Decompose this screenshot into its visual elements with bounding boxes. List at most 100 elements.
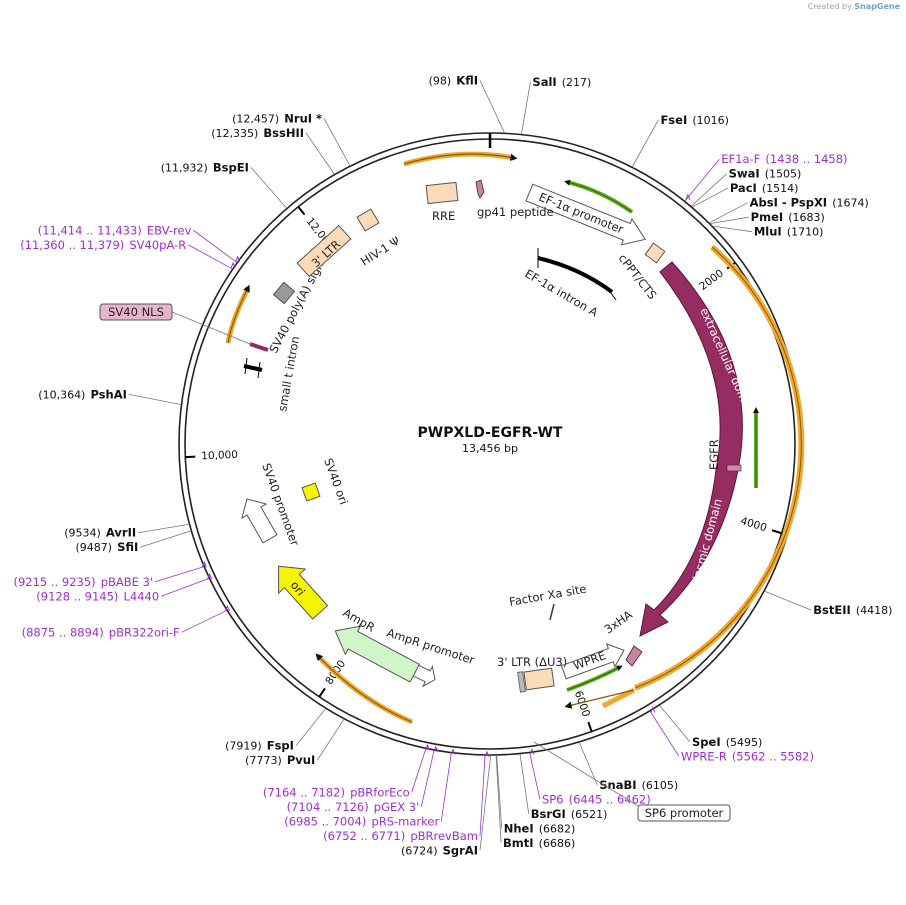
enzyme-name: BspEI [213, 160, 249, 174]
hiv1-psi-box [356, 208, 380, 232]
orange-arc-right-tail [601, 687, 636, 709]
enzyme-position: (1514) [762, 182, 799, 195]
ef1a-intron-feature [537, 256, 614, 294]
enzyme-pmei-label: PmeI (1683) [751, 206, 825, 225]
enzyme-bsshii-leader [305, 132, 335, 175]
tick-mark-4000 [771, 529, 782, 535]
primer-l4440-label: (9128 .. 9145) L4440 [36, 585, 159, 604]
primer-name: EF1a-F [721, 152, 760, 166]
sp6-promoter-tag-label: SP6 promoter [645, 806, 724, 820]
enzyme-position: (10,364) [38, 388, 85, 401]
3ltr-du3-small [517, 671, 526, 693]
enzyme-paci-leader [692, 187, 729, 208]
enzyme-spei-label: SpeI (5495) [692, 731, 762, 750]
plasmid-name: PWPXLD-EGFR-WT [418, 425, 563, 441]
enzyme-name: AbsI [750, 196, 778, 210]
enzyme-avrii-label: (9534) AvrII [64, 522, 136, 541]
sv40-nls-leader [171, 311, 251, 345]
enzyme-snabi-leader [579, 742, 598, 786]
primer-range: (11,360 .. 11,379) [20, 238, 124, 252]
enzyme-name: SfiI [117, 540, 138, 554]
egfr-arrow [639, 261, 743, 637]
primer-pbrforeco-leader [411, 749, 427, 793]
primer-pbabe-3-site [201, 560, 207, 568]
enzyme-name: PshAI [90, 387, 126, 401]
primer-ebv-rev-leader [193, 229, 237, 263]
primer-name: SV40pA-R [129, 238, 186, 252]
enzyme-bmti-label: BmtI (6686) [503, 832, 575, 851]
enzyme-name: BssHII [263, 126, 304, 140]
enzyme-name: BsrGI [531, 807, 566, 821]
enzyme-kfli-leader [479, 80, 505, 133]
enzyme-kfli-label: (98) KflI [429, 69, 478, 88]
sv40-polya-box [272, 281, 296, 305]
enzyme-position: (11,932) [161, 161, 208, 174]
enzyme-bsshii-label: (12,335) BssHII [211, 122, 304, 141]
credit-brand: SnapGene [854, 2, 900, 11]
primer-prs-marker-leader [440, 753, 452, 822]
sv40-ori-box [301, 482, 321, 502]
primer-prs-marker-label: (6985 .. 7004) pRS-marker [284, 810, 439, 829]
primer-pbr322ori-f-site [224, 604, 230, 612]
enzyme-fspi-leader [295, 708, 326, 746]
primer-ebv-rev-site [235, 255, 241, 262]
sv40-promoter-feature [241, 498, 278, 544]
factor-xa-tick [549, 603, 555, 621]
enzyme-position: (98) [429, 74, 452, 87]
rre-box [425, 181, 459, 205]
primer-pbr322ori-f-leader [181, 610, 227, 633]
enzyme-sali-label: SalI (217) [532, 71, 591, 90]
enzyme-position: (12,335) [211, 127, 258, 140]
primer-pbrforeco-site [424, 743, 430, 751]
enzyme-position: (6724) [401, 844, 438, 857]
enzyme-name: MluI [754, 225, 782, 239]
enzyme-position: (6686) [539, 837, 576, 850]
enzyme-bsteii-label: BstEII (4418) [813, 599, 892, 618]
primer-pbabe-3-label: (9215 .. 9235) pBABE 3' [14, 571, 154, 590]
primer-name: pGEX 3' [374, 800, 420, 814]
enzyme-name: BstEII [813, 603, 851, 617]
hiv1-psi-label: HIV-1 Ψ [358, 234, 402, 269]
wpre-feature [560, 643, 625, 680]
ori-arrow [278, 565, 329, 620]
factor-xa-label: Factor Xa site [508, 582, 587, 609]
green-arrow-bottom-line [566, 665, 623, 691]
enzyme-swai-leader [691, 173, 727, 207]
enzyme-position: (6521) [571, 808, 608, 821]
enzyme-snabi-label: SnaBI (6105) [599, 774, 678, 793]
enzyme-name: NruI * [284, 111, 322, 125]
primer-pbrrevbam-site [484, 750, 490, 758]
enzyme-bsrgi-leader [519, 754, 530, 814]
small-t-intron-start [244, 357, 248, 375]
gp41-arrow [475, 179, 485, 199]
primer-range: (6752 .. 6771) [323, 829, 405, 843]
enzyme-mlui-label: MluI (1710) [754, 221, 824, 240]
enzyme-position: (4418) [856, 604, 893, 617]
enzyme-position: (9534) [64, 527, 101, 540]
enzyme-position: (5495) [726, 736, 763, 749]
enzyme-fspi-label: (7919) FspI [225, 735, 294, 754]
enzyme-name: NheI [504, 821, 534, 835]
orange-arrow-left [225, 286, 251, 344]
enzyme-position: (1505) [765, 168, 802, 181]
enzyme-pvui-label: (7773) PvuI [245, 749, 315, 768]
primer-ef1a-f-leader [684, 158, 720, 201]
primer-wpre-r-label: WPRE-R (5562 .. 5582) [681, 745, 814, 764]
enzyme-pmei-leader [710, 216, 749, 224]
primer-pbr322ori-f-label: (8875 .. 8894) pBR322ori-F [22, 621, 180, 640]
primer-pbabe-3-leader [154, 566, 204, 583]
primer-range: (7104 .. 7126) [287, 800, 369, 814]
enzyme-name: SwaI [729, 167, 760, 181]
enzyme-name: AvrII [106, 526, 136, 540]
enzyme-pvui-leader [316, 719, 345, 761]
primer-name: pBABE 3' [101, 575, 153, 589]
enzyme-position: (9487) [76, 541, 113, 554]
sp6-promoter-tag [637, 804, 731, 822]
primer-sv40pa-r-leader [188, 244, 233, 270]
enzyme-sgrai-label: (6724) SgrAI [401, 839, 478, 858]
enzyme-name: SpeI [692, 735, 721, 749]
enzyme-nhei-leader [496, 755, 503, 829]
enzyme-bspei-label: (11,932) BspEI [161, 156, 249, 175]
ef1a-intron-end [605, 285, 617, 301]
